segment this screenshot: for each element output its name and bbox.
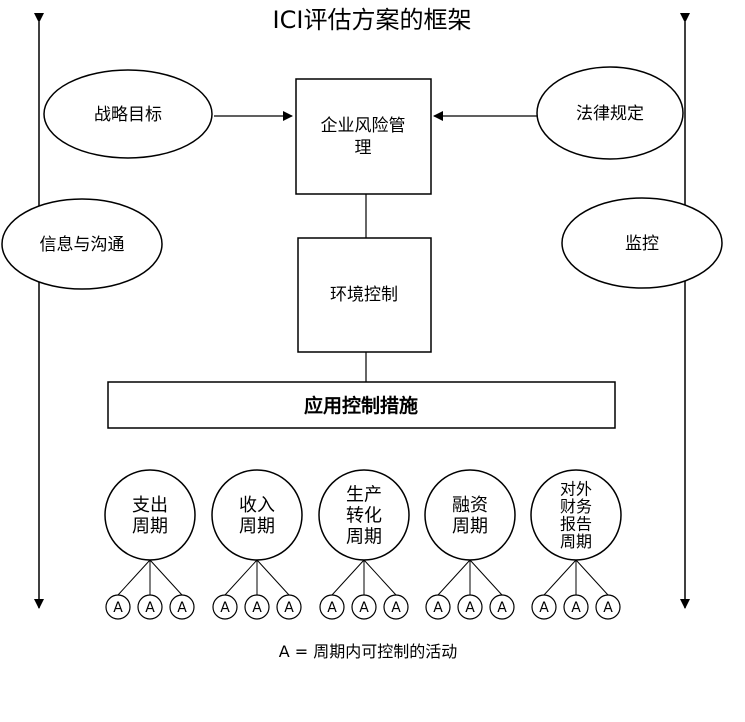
activity-connector: [543, 559, 577, 596]
cycle-label-line: 收入: [239, 495, 275, 516]
activity-label: A: [465, 600, 475, 616]
activity-label: A: [252, 600, 262, 616]
cycle-label-line: 周期: [239, 516, 275, 537]
application-controls-bar: 应用控制措施: [107, 381, 616, 429]
laws-regulations-oval: 法律规定: [536, 66, 684, 160]
cycle-label-line: 对外: [560, 480, 592, 499]
activity-label: A: [497, 600, 507, 616]
activity-node: [276, 594, 302, 620]
activity-node: [489, 594, 515, 620]
activity-label: A: [539, 600, 549, 616]
activity-label: A: [391, 600, 401, 616]
strategic-goals-oval: 战略目标: [43, 69, 213, 159]
activity-node: [383, 594, 409, 620]
activity-node: [595, 594, 621, 620]
laws-regulations-label: 法律规定: [576, 104, 644, 124]
activity-connector: [469, 559, 503, 596]
diagram-title: ICI评估方案的框架: [273, 6, 472, 34]
cycle-label-line: 支出: [132, 495, 168, 516]
activity-connector: [331, 559, 365, 596]
activity-node: [425, 594, 451, 620]
erm-box: 企业风险管 理: [295, 78, 432, 195]
activity-connector: [575, 559, 609, 596]
activity-node: [531, 594, 557, 620]
cycle-label-line: 周期: [132, 516, 168, 537]
cycle-label-line: 生产: [346, 484, 382, 505]
info-communication-label: 信息与沟通: [40, 235, 125, 255]
activity-label: A: [433, 600, 443, 616]
activity-connector: [437, 559, 471, 596]
strategic-goals-label: 战略目标: [94, 105, 162, 125]
activity-connector: [117, 559, 151, 596]
erm-label-line2: 理: [355, 138, 372, 158]
cycle-label-line: 财务: [560, 497, 592, 516]
activity-node: [563, 594, 589, 620]
cycle-label-line: 周期: [560, 532, 592, 551]
activity-label: A: [145, 600, 155, 616]
activity-node: [244, 594, 270, 620]
activity-node: [351, 594, 377, 620]
application-controls-label: 应用控制措施: [304, 394, 418, 417]
erm-label-line1: 企业风险管: [321, 116, 406, 136]
activity-node: [319, 594, 345, 620]
legend-text: A = 周期内可控制的活动: [279, 642, 458, 661]
activity-connector: [224, 559, 258, 596]
activity-node: [169, 594, 195, 620]
cycle-label-line: 周期: [452, 516, 488, 537]
activity-node: [457, 594, 483, 620]
activity-label: A: [177, 600, 187, 616]
activity-label: A: [603, 600, 613, 616]
activity-label: A: [327, 600, 337, 616]
activity-label: A: [113, 600, 123, 616]
activity-node: [137, 594, 163, 620]
activity-label: A: [359, 600, 369, 616]
cycle-label-line: 周期: [346, 526, 382, 547]
activity-node: [105, 594, 131, 620]
environment-control-label: 环境控制: [330, 285, 398, 305]
activity-connector: [256, 559, 290, 596]
activity-label: A: [220, 600, 230, 616]
activity-connector: [363, 559, 397, 596]
activity-label: A: [571, 600, 581, 616]
monitoring-label: 监控: [625, 234, 659, 254]
activity-connector: [149, 559, 183, 596]
cycle-label-line: 转化: [346, 505, 382, 526]
info-communication-oval: 信息与沟通: [1, 198, 163, 290]
activity-node: [212, 594, 238, 620]
environment-control-box: 环境控制: [297, 237, 432, 353]
cycle-label-line: 融资: [452, 495, 488, 516]
monitoring-oval: 监控: [561, 197, 723, 289]
cycle-label-line: 报告: [560, 515, 592, 534]
activity-label: A: [284, 600, 294, 616]
